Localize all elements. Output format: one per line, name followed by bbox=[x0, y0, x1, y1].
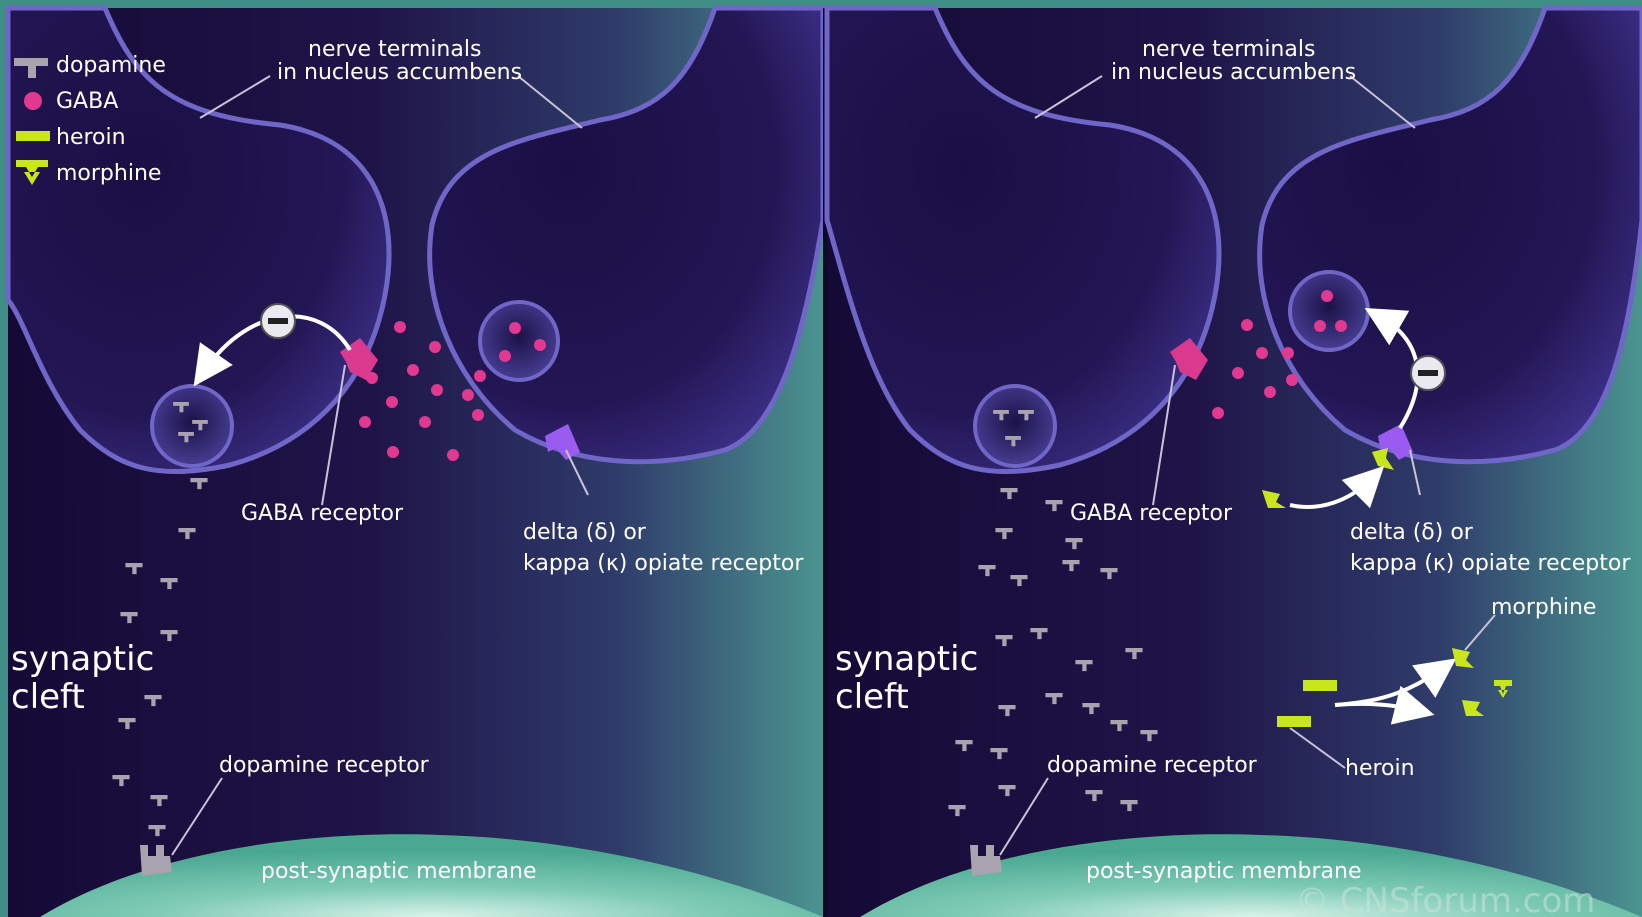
right-dopamine-receptor-label: dopamine receptor bbox=[1047, 753, 1258, 778]
legend-gaba-icon bbox=[24, 92, 42, 110]
right-terminals-label-2: in nucleus accumbens bbox=[1111, 60, 1356, 85]
right-cleft-label-1: synaptic bbox=[835, 639, 978, 679]
right-gaba-receptor-label: GABA receptor bbox=[1070, 501, 1233, 526]
left-cleft-label-2: cleft bbox=[11, 677, 85, 717]
watermark: © CNSforum.com bbox=[1295, 881, 1595, 917]
gaba-vesicle bbox=[480, 302, 558, 380]
legend-morphine-label: morphine bbox=[56, 161, 161, 186]
right-opiate-label-1: delta (δ) or bbox=[1350, 520, 1474, 545]
legend-heroin-label: heroin bbox=[56, 125, 126, 150]
right-gaba-vesicle bbox=[1290, 272, 1368, 350]
heroin-molecule-2 bbox=[1277, 716, 1311, 727]
left-cleft-label-1: synaptic bbox=[11, 639, 154, 679]
dopamine-vesicle bbox=[152, 386, 232, 466]
left-dopamine-receptor-label: dopamine receptor bbox=[219, 753, 430, 778]
heroin-molecule-1 bbox=[1303, 680, 1337, 691]
left-panel: dopamine GABA heroin morphine nerve term… bbox=[8, 8, 823, 917]
right-opiate-label-2: kappa (κ) opiate receptor bbox=[1350, 551, 1631, 576]
legend-dopamine-label: dopamine bbox=[56, 53, 166, 78]
right-morphine-label: morphine bbox=[1491, 595, 1596, 620]
left-opiate-label-2: kappa (κ) opiate receptor bbox=[523, 551, 804, 576]
right-terminals-label-1: nerve terminals bbox=[1142, 37, 1315, 62]
left-terminals-label-1: nerve terminals bbox=[308, 37, 481, 62]
left-membrane-label: post-synaptic membrane bbox=[261, 859, 537, 884]
left-opiate-label-1: delta (δ) or bbox=[523, 520, 647, 545]
left-gaba-receptor-label: GABA receptor bbox=[241, 501, 404, 526]
right-cleft-label-2: cleft bbox=[835, 677, 909, 717]
legend-heroin-icon bbox=[16, 131, 50, 141]
legend-gaba-label: GABA bbox=[56, 89, 118, 114]
right-panel: nerve terminals in nucleus accumbens GAB… bbox=[827, 8, 1642, 917]
right-dopamine-vesicle bbox=[975, 386, 1055, 466]
right-heroin-label: heroin bbox=[1345, 756, 1415, 781]
left-terminals-label-2: in nucleus accumbens bbox=[277, 60, 522, 85]
